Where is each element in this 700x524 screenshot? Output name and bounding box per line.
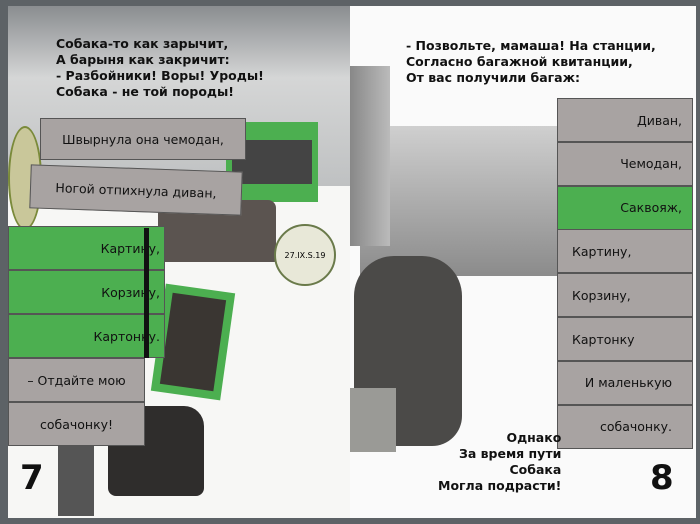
station-crowd-photo: [360, 126, 558, 276]
verse-right: - Позвольте, мамаша! На станции, Согласн…: [406, 38, 656, 85]
green-panel[interactable]: Корзину,: [8, 270, 165, 314]
baggage-panel[interactable]: Чемодан,: [557, 141, 693, 186]
lamp-post-photo: [350, 66, 390, 246]
small-dog-photo: [350, 388, 396, 452]
baggage-panel[interactable]: Диван,: [557, 98, 693, 142]
verse-bottom: Однако За время пути Собака Могла подрас…: [438, 430, 562, 493]
page-number: 7: [20, 458, 44, 498]
left-page: 27.IX.S.19 Собака-то как зарычит, А бары…: [8, 6, 350, 518]
label-suitcase: Швырнула она чемодан,: [40, 118, 246, 160]
right-page: - Позвольте, мамаша! На станции, Согласн…: [350, 6, 696, 518]
stamp-date: 27.IX.S.19: [284, 250, 326, 260]
suitcase-photo: [226, 122, 318, 202]
gray-panel[interactable]: – Отдайте мою: [8, 358, 145, 402]
baggage-panel[interactable]: Картонку: [557, 317, 693, 361]
green-panel[interactable]: Картонку.: [8, 314, 165, 358]
box-photo: [58, 446, 94, 516]
baggage-panel[interactable]: Картину,: [557, 229, 693, 274]
green-panel[interactable]: Картину,: [8, 226, 165, 270]
baggage-panel[interactable]: собачонку.: [557, 404, 693, 449]
baggage-panel[interactable]: Корзину,: [557, 273, 693, 318]
verse-left: Собака-то как зарычит, А барыня как закр…: [56, 36, 264, 99]
panel-divider: [144, 228, 149, 358]
label-sofa: Ногой отпихнула диван,: [29, 164, 243, 216]
page-number: 8: [650, 458, 674, 498]
postmark-stamp: 27.IX.S.19: [274, 224, 336, 286]
baggage-panel[interactable]: И маленькую: [557, 360, 693, 405]
baggage-panel[interactable]: Саквояж,: [557, 185, 693, 230]
gray-panel[interactable]: собачонку!: [8, 402, 145, 446]
